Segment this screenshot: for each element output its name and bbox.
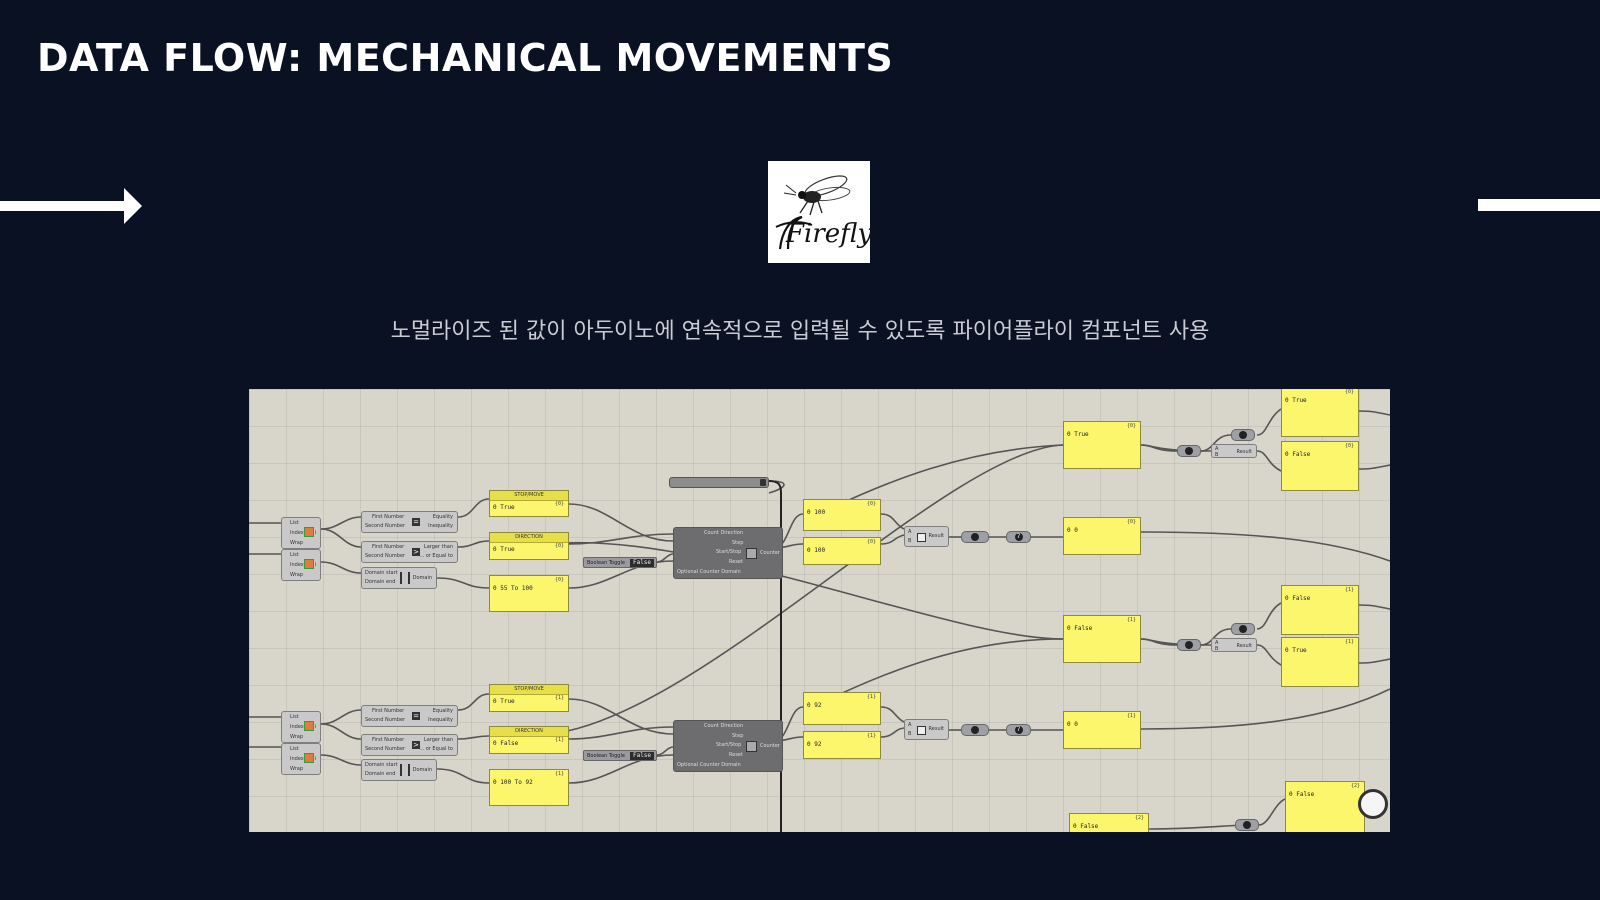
boolean-output-panel[interactable]: {0} 0 True <box>1063 421 1141 469</box>
boolean-toggle[interactable]: Boolean Toggle False <box>583 557 657 568</box>
boolean-output-panel[interactable]: {1} 0 False <box>1063 615 1141 663</box>
navigation-cursor-icon <box>1358 789 1388 819</box>
gate-node[interactable] <box>961 724 989 736</box>
toggle-value[interactable]: False <box>630 559 654 567</box>
gate-node[interactable] <box>1177 445 1201 457</box>
list-item-node[interactable]: List Index Wrap i <box>281 517 321 549</box>
gate-node[interactable] <box>1235 819 1259 831</box>
direction-panel[interactable]: DIRECTION {0} 0 True <box>489 532 569 560</box>
counter-icon <box>746 548 757 559</box>
result-panel[interactable]: {1} 0 True <box>1281 637 1359 687</box>
gate-knob-icon <box>1243 821 1251 829</box>
value-output-panel[interactable]: {0} 0 0 <box>1063 517 1141 555</box>
result-panel[interactable]: {1} 0 False <box>1281 585 1359 635</box>
equality-node[interactable]: First Number Second Number = Equality In… <box>361 705 458 727</box>
gate-knob-icon <box>971 726 979 734</box>
wire-layer <box>249 408 1390 832</box>
result-panel[interactable]: {0} 0 False <box>1281 441 1359 491</box>
toggle-value[interactable]: False <box>630 752 654 760</box>
construct-domain-node[interactable]: Domain start Domain end Domain <box>361 759 437 781</box>
domain-icon <box>400 764 410 776</box>
gate-node[interactable]: 7 <box>1006 531 1031 543</box>
counter-output-panel[interactable]: {0} 0 100 <box>803 499 881 531</box>
number-slider[interactable] <box>669 477 769 488</box>
gate-knob-icon <box>1239 431 1247 439</box>
slider-handle[interactable] <box>760 479 766 486</box>
value-output-panel[interactable]: {1} 0 0 <box>1063 711 1141 749</box>
counter-node[interactable]: Count Direction Step Start/Stop Reset Op… <box>673 527 783 579</box>
range-panel[interactable]: {0} 0 55 To 100 <box>489 575 569 612</box>
gate-node[interactable] <box>1177 639 1201 651</box>
list-item-icon <box>304 753 314 763</box>
list-item-node[interactable]: List Index Wrap i <box>281 711 321 743</box>
and-gate-node[interactable]: A B Result <box>904 719 949 740</box>
result-panel[interactable]: {2} 0 False <box>1285 781 1365 832</box>
and-gate-node[interactable]: A B Result <box>1211 638 1257 652</box>
counter-output-panel[interactable]: {1} 0 92 <box>803 731 881 759</box>
list-item-icon <box>304 559 314 569</box>
counter-node[interactable]: Count Direction Step Start/Stop Reset Op… <box>673 720 783 772</box>
domain-icon <box>400 572 410 584</box>
firefly-logo: Firefly <box>768 161 873 263</box>
equality-node[interactable]: First Number Second Number = Equality In… <box>361 511 458 533</box>
counter-output-panel[interactable]: {1} 0 92 <box>803 692 881 725</box>
number-gate-icon: 7 <box>1014 726 1023 734</box>
list-item-node[interactable]: List Index Wrap i <box>281 549 321 581</box>
larger-than-node[interactable]: First Number Second Number > Larger than… <box>361 541 458 563</box>
gate-node[interactable] <box>961 531 989 543</box>
equals-icon: = <box>412 518 420 526</box>
list-item-icon <box>304 527 314 537</box>
stop-move-panel[interactable]: STOP/MOVE {0} 0 True <box>489 490 569 517</box>
gate-node[interactable] <box>1231 623 1255 635</box>
logo-wordmark: Firefly <box>786 219 873 249</box>
gate-node[interactable] <box>1231 429 1255 441</box>
gate-knob-icon <box>1239 625 1247 633</box>
and-gate-node[interactable]: A B Result <box>1211 444 1257 458</box>
gate-knob-icon <box>1185 641 1193 649</box>
stop-move-panel[interactable]: STOP/MOVE {1} 0 True <box>489 684 569 712</box>
result-panel[interactable]: {0} 0 True <box>1281 389 1359 437</box>
slide-title: DATA FLOW: MECHANICAL MOVEMENTS <box>37 36 894 80</box>
result-panel[interactable]: {2} 0 False <box>1069 813 1149 832</box>
slide-subtitle: 노멀라이즈 된 값이 아두이노에 연속적으로 입력될 수 있도록 파이어플라이 … <box>390 319 1210 344</box>
gate-knob-icon <box>1185 447 1193 455</box>
and-icon <box>917 533 926 542</box>
number-gate-icon: 7 <box>1014 533 1023 541</box>
grasshopper-canvas[interactable]: List Index Wrap i List Index Wrap i List… <box>249 389 1390 832</box>
greater-than-icon: > <box>412 548 420 556</box>
gate-node[interactable]: 7 <box>1006 724 1031 736</box>
firefly-insect-icon <box>775 175 851 250</box>
and-icon <box>917 726 926 735</box>
greater-than-icon: > <box>412 741 420 749</box>
boolean-toggle[interactable]: Boolean Toggle False <box>583 750 657 761</box>
list-item-node[interactable]: List Index Wrap i <box>281 743 321 775</box>
counter-output-panel[interactable]: {0} 0 100 <box>803 537 881 565</box>
arrow-tail-bar <box>1478 199 1600 211</box>
larger-than-node[interactable]: First Number Second Number > Larger than… <box>361 734 458 756</box>
list-item-icon <box>304 721 314 731</box>
equals-icon: = <box>412 712 420 720</box>
arrow-right-icon <box>0 188 142 224</box>
construct-domain-node[interactable]: Domain start Domain end Domain <box>361 567 437 589</box>
gate-knob-icon <box>971 533 979 541</box>
and-gate-node[interactable]: A B Result <box>904 526 949 547</box>
direction-panel[interactable]: DIRECTION {1} 0 False <box>489 726 569 754</box>
range-panel[interactable]: {1} 0 100 To 92 <box>489 769 569 806</box>
counter-icon <box>746 741 757 752</box>
